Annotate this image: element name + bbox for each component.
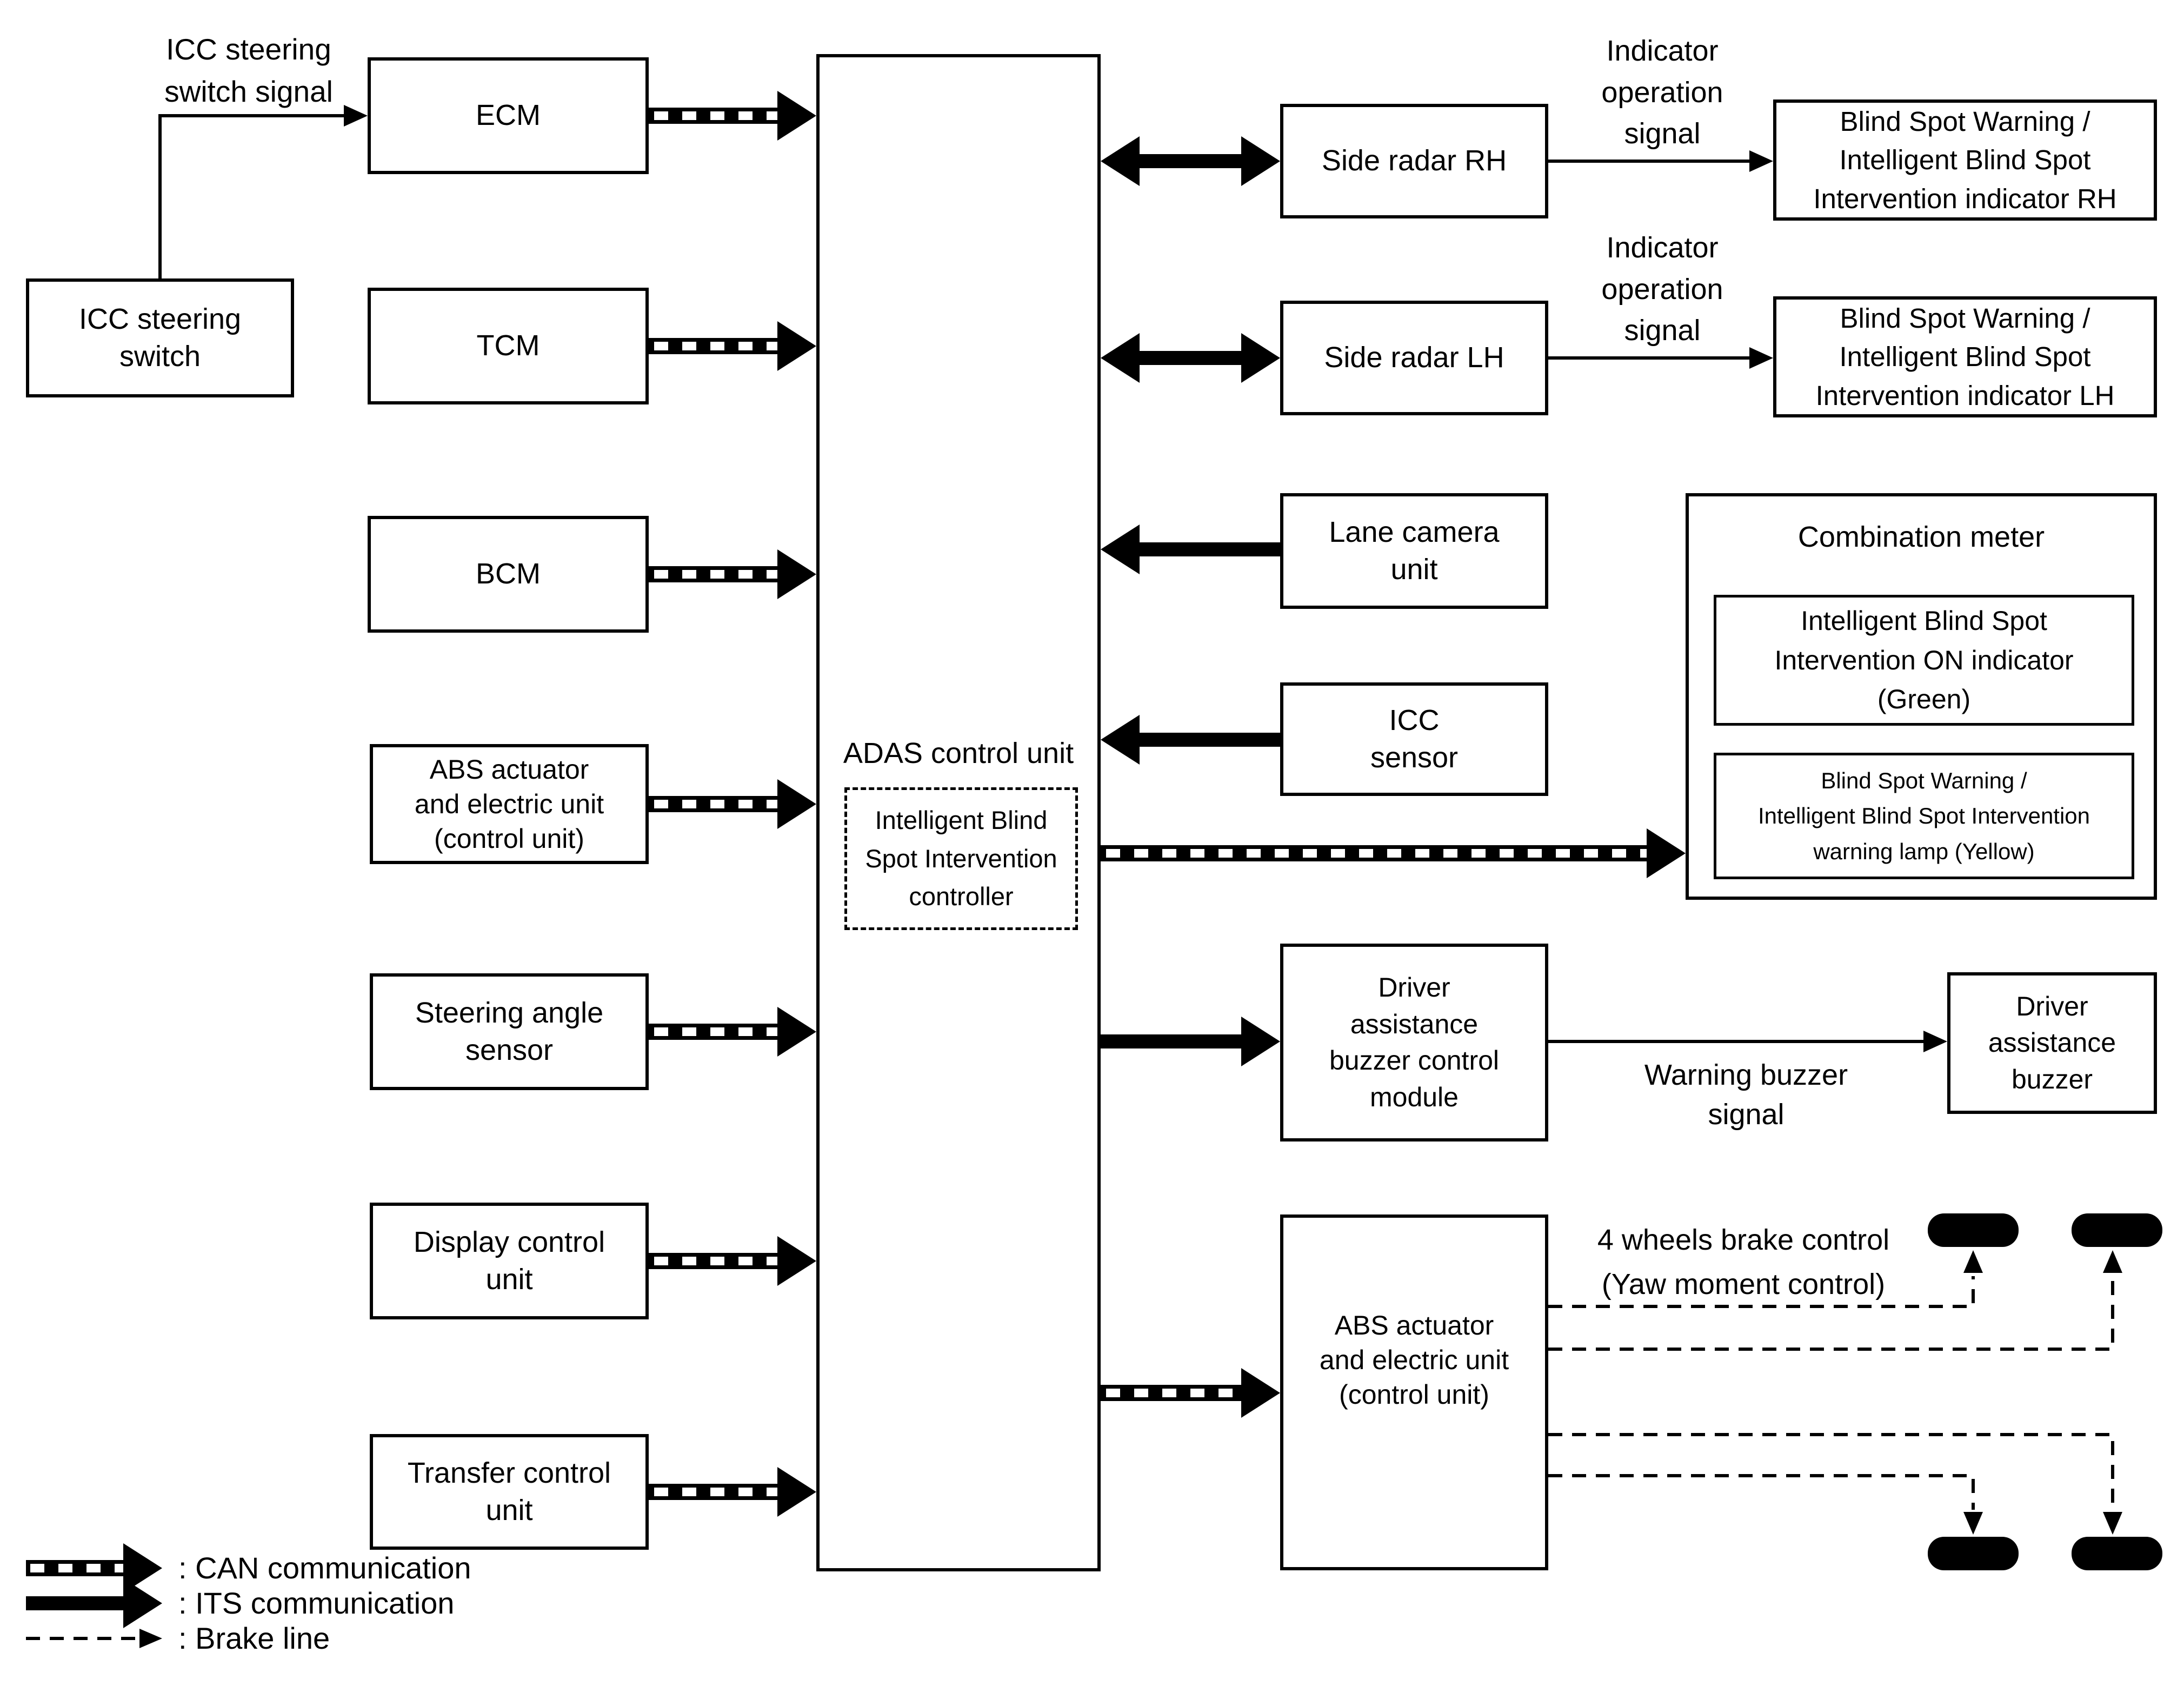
node-bsw-warning-lamp-label: Blind Spot Warning / Intelligent Blind S… bbox=[1757, 768, 2090, 864]
node-adas-control-unit: ADAS control unit Intelligent Blind Spot… bbox=[816, 54, 1101, 1571]
node-driver-assistance-buzzer-control-module: Driver assistance buzzer control module bbox=[1280, 944, 1548, 1141]
signal-arrow-icc-switch-ecm bbox=[158, 105, 368, 280]
node-steering-angle-sensor-label: Steering angle sensor bbox=[415, 996, 604, 1066]
node-ibsi-on-indicator-label: Intelligent Blind Spot Intervention ON i… bbox=[1774, 606, 2074, 715]
node-driver-assistance-buzzer-label: Driver assistance buzzer bbox=[1988, 991, 2116, 1094]
node-icc-sensor-label: ICC sensor bbox=[1370, 704, 1459, 774]
node-ibsi-controller: Intelligent Blind Spot Intervention cont… bbox=[844, 787, 1078, 930]
node-tcm: TCM bbox=[368, 288, 649, 404]
node-ecm: ECM bbox=[368, 57, 649, 174]
node-side-radar-rh-label: Side radar RH bbox=[1321, 144, 1507, 177]
node-bsw-warning-lamp: Blind Spot Warning / Intelligent Blind S… bbox=[1714, 753, 2134, 879]
node-bsw-indicator-lh: Blind Spot Warning / Intelligent Blind S… bbox=[1773, 296, 2157, 417]
node-ecm-label: ECM bbox=[476, 99, 541, 132]
node-side-radar-rh: Side radar RH bbox=[1280, 104, 1548, 218]
can-arrow-transfer-adas bbox=[649, 1467, 816, 1517]
node-tcm-label: TCM bbox=[476, 329, 540, 362]
can-arrow-adas-combination-meter bbox=[1101, 828, 1686, 878]
can-arrow-steering-angle-adas bbox=[649, 1007, 816, 1057]
node-side-radar-lh-label: Side radar LH bbox=[1324, 341, 1504, 374]
can-arrow-display-adas bbox=[649, 1236, 816, 1286]
can-arrow-bcm-adas bbox=[649, 549, 816, 599]
signal-arrow-side-radar-rh-indicator bbox=[1548, 150, 1773, 172]
node-side-radar-lh: Side radar LH bbox=[1280, 301, 1548, 415]
brake-line-wheel-top-right bbox=[1548, 1250, 2122, 1351]
node-transfer-control-unit-label: Transfer control unit bbox=[407, 1456, 611, 1527]
legend-its-communication: : ITS communication bbox=[178, 1586, 455, 1620]
label-warning-buzzer-signal: Warning buzzer signal bbox=[1644, 1059, 1848, 1131]
node-abs-actuator-bottom: ABS actuator and electric unit (control … bbox=[1280, 1214, 1548, 1570]
can-arrow-tcm-adas bbox=[649, 321, 816, 371]
its-arrow-adas-side-radar-lh bbox=[1101, 333, 1280, 383]
node-bsw-indicator-lh-label: Blind Spot Warning / Intelligent Blind S… bbox=[1815, 302, 2115, 411]
node-lane-camera-unit-label: Lane camera unit bbox=[1329, 515, 1500, 586]
node-transfer-control-unit: Transfer control unit bbox=[370, 1434, 649, 1550]
wheel-bottom-right-icon bbox=[2072, 1537, 2162, 1570]
can-arrow-ecm-adas bbox=[649, 91, 816, 141]
node-bsw-indicator-rh-label: Blind Spot Warning / Intelligent Blind S… bbox=[1813, 105, 2117, 214]
node-abs-actuator-left-label: ABS actuator and electric unit (control … bbox=[414, 754, 604, 854]
its-arrow-icc-sensor-adas bbox=[1101, 715, 1280, 765]
label-indicator-operation-signal-rh: Indicator operation signal bbox=[1601, 35, 1723, 150]
node-driver-assistance-buzzer-control-module-label: Driver assistance buzzer control module bbox=[1329, 972, 1500, 1112]
its-arrow-adas-side-radar-rh bbox=[1101, 136, 1280, 186]
node-bcm-label: BCM bbox=[476, 558, 541, 590]
node-driver-assistance-buzzer: Driver assistance buzzer bbox=[1947, 972, 2157, 1114]
can-arrow-adas-abs bbox=[1101, 1368, 1280, 1418]
its-arrow-adas-buzzer-module bbox=[1101, 1017, 1280, 1066]
brake-line-legend-sample bbox=[26, 1629, 162, 1648]
signal-arrow-buzzer-module-buzzer bbox=[1548, 1031, 1947, 1052]
legend-can-communication: : CAN communication bbox=[178, 1551, 471, 1585]
node-abs-actuator-left: ABS actuator and electric unit (control … bbox=[370, 744, 649, 864]
brake-line-wheel-top-left bbox=[1548, 1250, 1983, 1308]
node-icc-steering-switch-label: ICC steering switch bbox=[78, 302, 242, 373]
legend-brake-line: : Brake line bbox=[178, 1621, 330, 1655]
brake-line-wheel-bottom-left bbox=[1548, 1474, 1983, 1535]
label-icc-steering-switch-signal: ICC steering switch signal bbox=[164, 32, 333, 109]
wheel-bottom-left-icon bbox=[1928, 1537, 2019, 1570]
node-bcm: BCM bbox=[368, 516, 649, 633]
node-ibsi-on-indicator: Intelligent Blind Spot Intervention ON i… bbox=[1714, 595, 2134, 726]
its-arrow-legend-sample bbox=[26, 1578, 162, 1628]
node-adas-control-unit-label: ADAS control unit bbox=[843, 737, 1074, 769]
wheel-top-left-icon bbox=[1928, 1213, 2019, 1247]
brake-line-wheel-bottom-right bbox=[1548, 1433, 2122, 1535]
signal-arrow-side-radar-lh-indicator bbox=[1548, 347, 1773, 369]
label-indicator-operation-signal-lh: Indicator operation signal bbox=[1601, 231, 1723, 347]
node-display-control-unit: Display control unit bbox=[370, 1203, 649, 1319]
its-arrow-lane-camera-adas bbox=[1101, 525, 1280, 574]
node-lane-camera-unit: Lane camera unit bbox=[1280, 493, 1548, 609]
node-combination-meter: Combination meter Intelligent Blind Spot… bbox=[1686, 493, 2157, 900]
node-combination-meter-label: Combination meter bbox=[1797, 521, 2045, 553]
node-abs-actuator-bottom-label: ABS actuator and electric unit (control … bbox=[1319, 1310, 1509, 1410]
node-ibsi-controller-label: Intelligent Blind Spot Intervention cont… bbox=[865, 806, 1057, 911]
node-display-control-unit-label: Display control unit bbox=[413, 1225, 605, 1296]
node-icc-steering-switch: ICC steering switch bbox=[26, 278, 294, 397]
can-arrow-legend-sample bbox=[26, 1543, 162, 1593]
wheel-top-right-icon bbox=[2072, 1213, 2162, 1247]
label-four-wheels-brake-control: 4 wheels brake control (Yaw moment contr… bbox=[1597, 1224, 1890, 1300]
node-icc-sensor: ICC sensor bbox=[1280, 682, 1548, 796]
node-steering-angle-sensor: Steering angle sensor bbox=[370, 973, 649, 1090]
can-arrow-abs-adas bbox=[649, 779, 816, 829]
node-bsw-indicator-rh: Blind Spot Warning / Intelligent Blind S… bbox=[1773, 99, 2157, 221]
